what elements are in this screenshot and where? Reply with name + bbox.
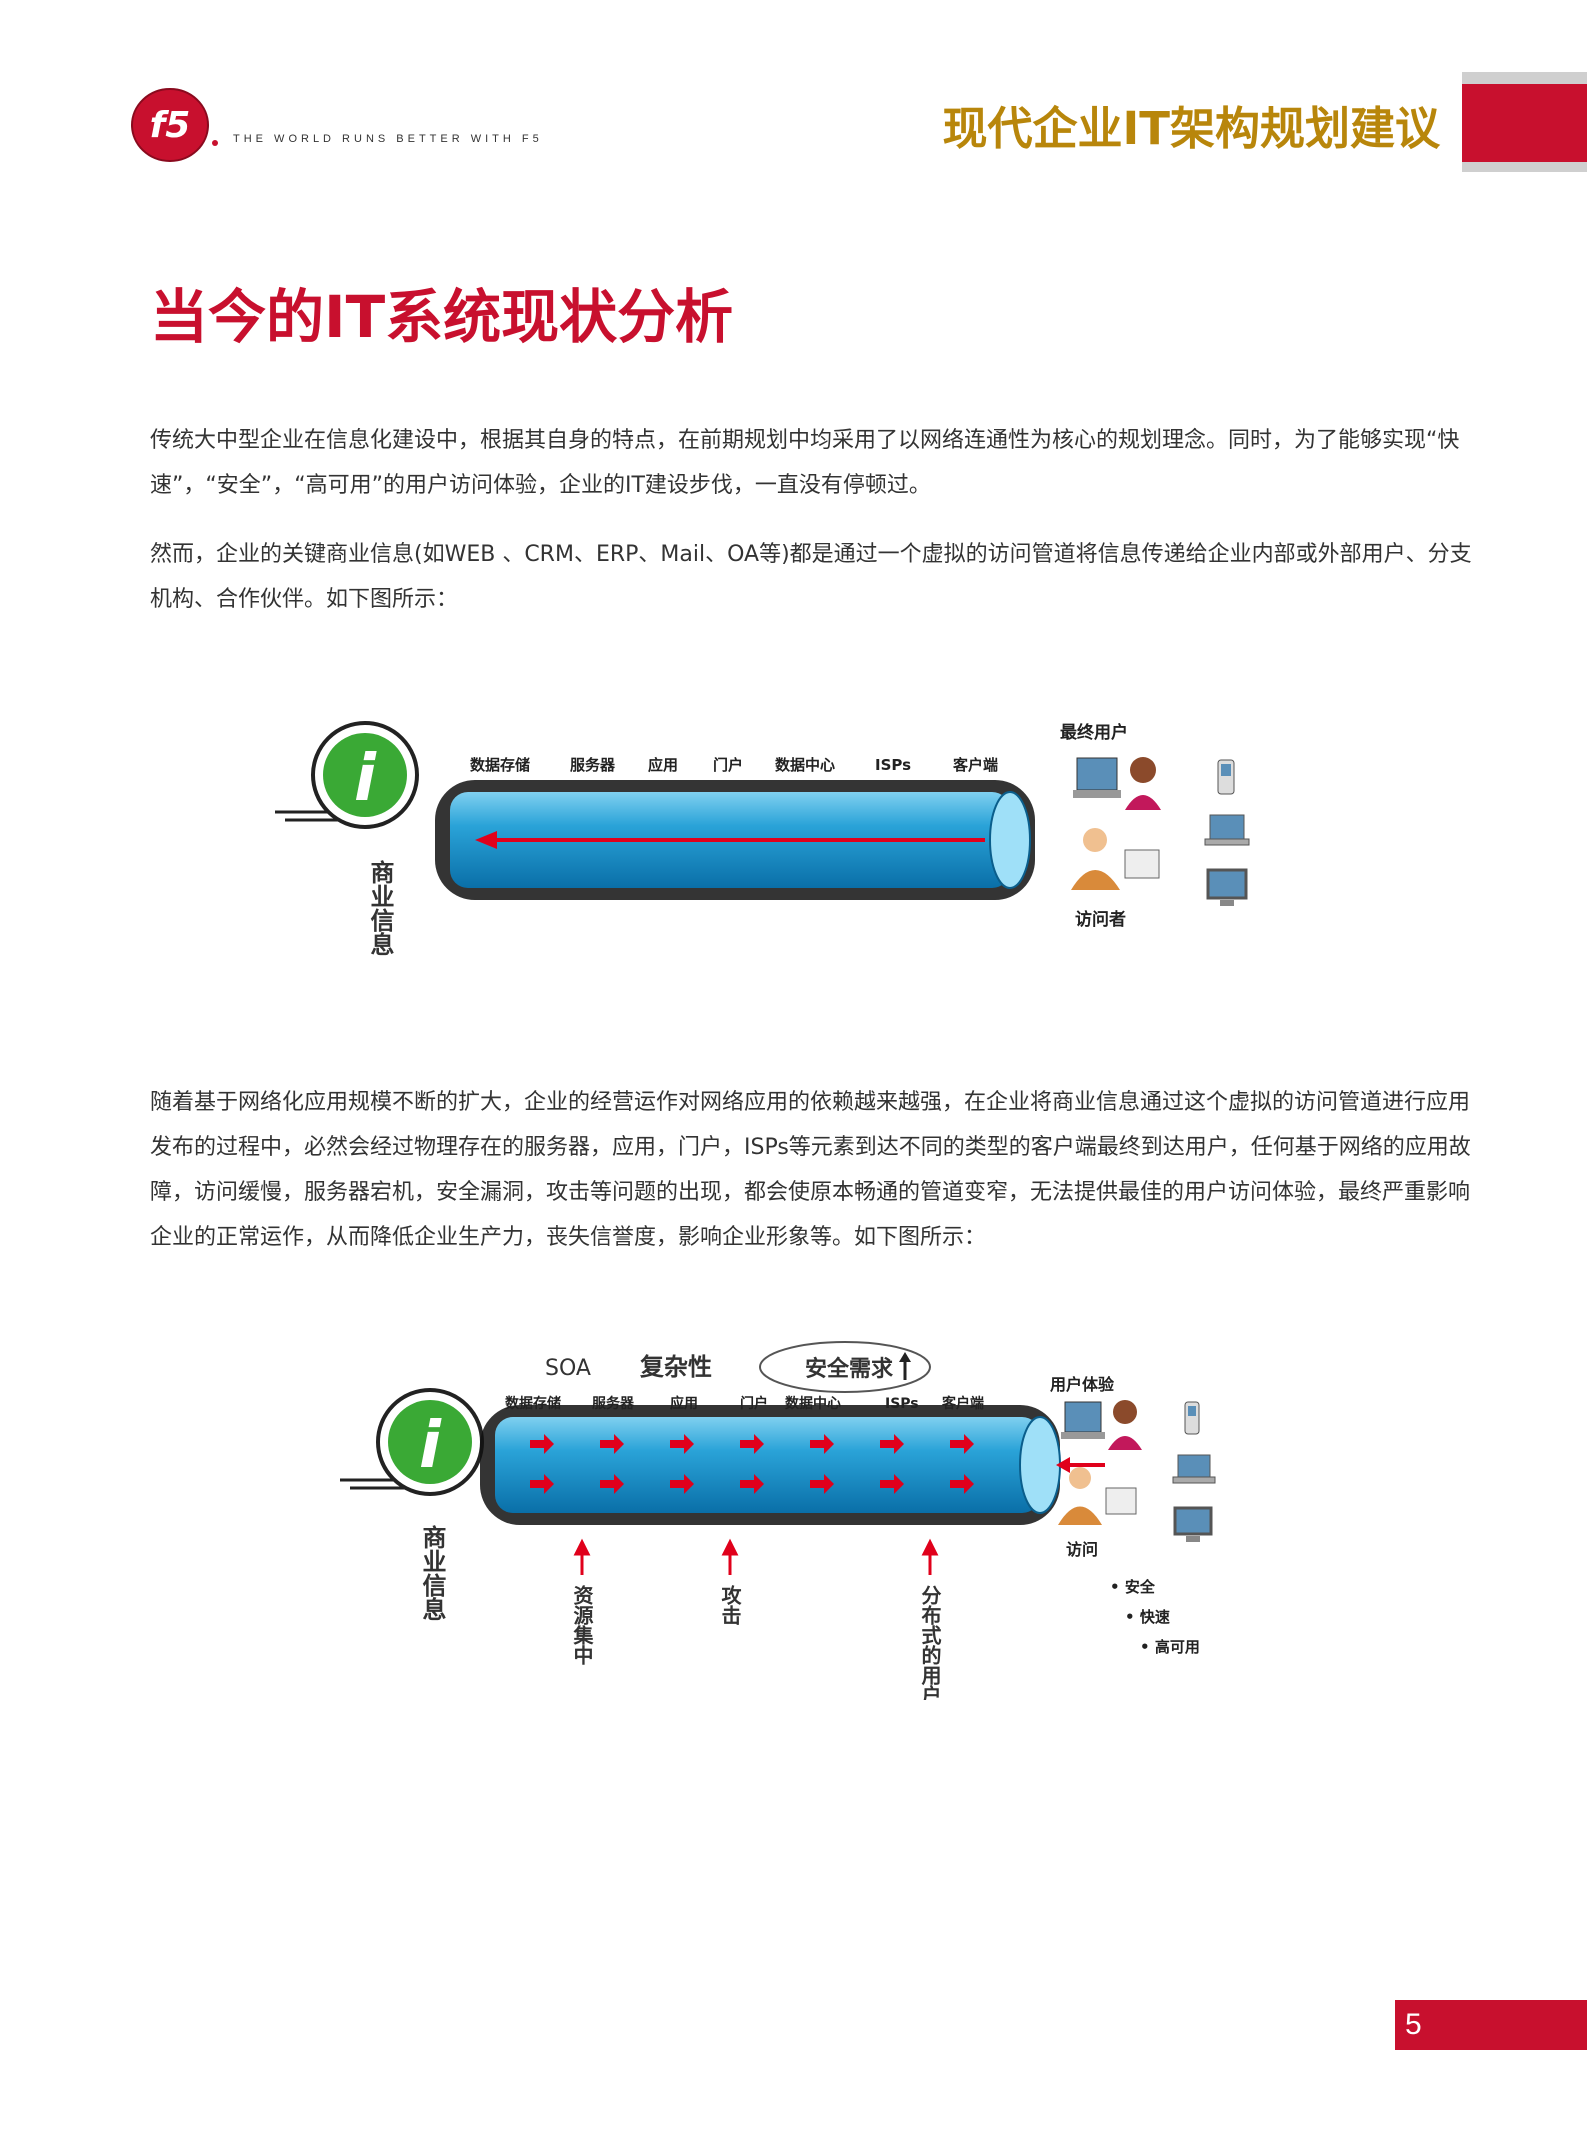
- svg-text:i: i: [354, 742, 377, 816]
- desktop-icon: [1173, 1506, 1213, 1542]
- soa-label: SOA: [545, 1356, 591, 1381]
- figure-constrained-pipe: SOA 复杂性 安全需求 i 商业信息 数据存储 服务器 应用 门户 数据中心 …: [340, 1341, 1216, 1700]
- incoming-arrow: [1056, 1457, 1105, 1473]
- pipe-label-portal: 门户: [713, 756, 743, 774]
- visitor-label: 访问: [1066, 1540, 1098, 1559]
- laptop-icon: [1172, 1454, 1216, 1484]
- figure-access-pipe: i 数据存储 服务器 应用 门户 数据中心 ISPs 客户端 商业信息 最终用户…: [275, 721, 1250, 956]
- tagline: THE WORLD RUNS BETTER WITH F5: [233, 133, 543, 145]
- header-bar-red: [1462, 84, 1587, 162]
- mobile-phone-icon: [1184, 1401, 1200, 1435]
- info-icon: i: [275, 721, 419, 829]
- pipe-label-app: 应用: [670, 1395, 698, 1412]
- security-demand-label: 安全需求: [805, 1356, 893, 1382]
- pipe-label-datacenter: 数据中心: [785, 1395, 841, 1412]
- arrow-label-attack: 攻击: [718, 1584, 742, 1626]
- page-number: 5: [1395, 2000, 1587, 2050]
- visitor-icon: [1071, 828, 1160, 890]
- user-experience-label: 用户体验: [1050, 1375, 1115, 1394]
- logo-text: f5: [150, 105, 191, 146]
- pipe-end: [989, 791, 1031, 889]
- pipe-end: [1019, 1416, 1061, 1514]
- pressure-arrows: [573, 1538, 939, 1575]
- bullet-security: • 安全: [1110, 1578, 1156, 1596]
- visitor-icon: [1058, 1467, 1137, 1525]
- end-user-icon: [1073, 757, 1161, 810]
- bullet-fast: • 快速: [1125, 1608, 1170, 1626]
- bottleneck-marks: [530, 1434, 974, 1494]
- up-arrow-icon: [899, 1352, 911, 1380]
- svg-text:i: i: [419, 1409, 442, 1483]
- pipe-label-portal: 门户: [740, 1395, 768, 1412]
- business-info-label: 商业信息: [418, 1524, 446, 1621]
- pipe-label-server: 服务器: [592, 1395, 635, 1412]
- visitor-label: 访问者: [1075, 909, 1126, 930]
- bullet-availability: • 高可用: [1140, 1638, 1200, 1656]
- laptop-icon: [1204, 814, 1250, 846]
- pipe-label-storage: 数据存储: [470, 756, 530, 774]
- paragraph-intro: 传统大中型企业在信息化建设中，根据其自身的特点，在前期规划中均采用了以网络连通性…: [150, 428, 1460, 498]
- desktop-icon: [1206, 868, 1248, 906]
- paragraph-problems: 随着基于网络化应用规模不断的扩大，企业的经营运作对网络应用的依赖越来越强，在企业…: [150, 1090, 1471, 1250]
- business-info-label: 商业信息: [366, 859, 394, 956]
- pipe-label-datacenter: 数据中心: [775, 756, 835, 774]
- arrow-label-distributed: 分布式的用户: [918, 1585, 942, 1700]
- pipe-label-app: 应用: [648, 756, 678, 774]
- arrow-label-resource: 资源集中: [570, 1584, 594, 1665]
- pipe-label-isps: ISPs: [885, 1396, 919, 1412]
- pipe-label-client: 客户端: [941, 1395, 984, 1412]
- info-icon: i: [340, 1388, 484, 1496]
- end-user-icon: [1061, 1400, 1142, 1450]
- pipe-label-storage: 数据存储: [505, 1395, 561, 1412]
- document-title: 现代企业IT架构规划建议: [942, 102, 1440, 155]
- paragraph-pipe: 然而，企业的关键商业信息(如WEB 、CRM、ERP、Mail、OA等)都是通过…: [150, 542, 1472, 612]
- pipe-body: [495, 1417, 1040, 1513]
- pipe-label-isps: ISPs: [875, 756, 911, 774]
- complexity-label: 复杂性: [639, 1353, 712, 1381]
- mobile-phone-icon: [1217, 759, 1235, 795]
- pipe-label-client: 客户端: [952, 756, 998, 774]
- end-user-label: 最终用户: [1060, 722, 1128, 743]
- pipe-label-server: 服务器: [570, 756, 616, 774]
- f5-logo: f5: [131, 88, 218, 162]
- section-title: 当今的IT系统现状分析: [150, 283, 734, 351]
- security-demand-oval: [759, 1341, 931, 1393]
